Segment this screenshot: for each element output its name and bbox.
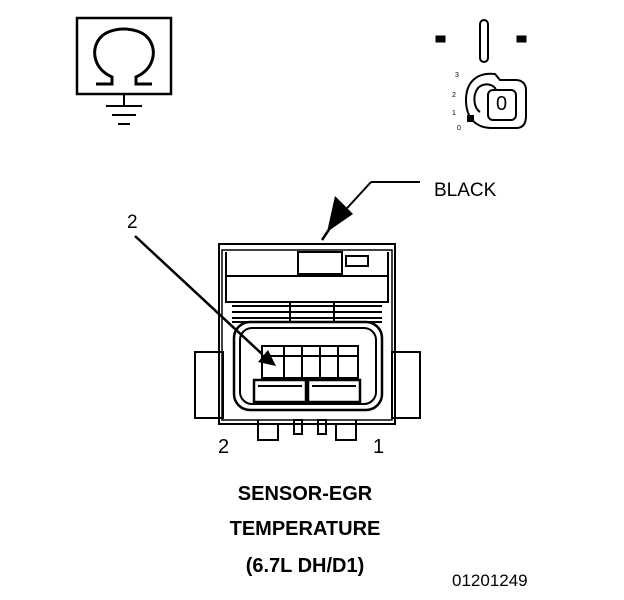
- key-position-1: 1: [452, 110, 456, 117]
- key-position-0: 0: [457, 125, 461, 132]
- omega-ground-icon: [75, 16, 173, 125]
- figure-id: 01201249: [452, 571, 528, 590]
- terminal-callout-label: 2: [127, 212, 138, 233]
- caption-line-1: SENSOR-EGR: [237, 483, 373, 505]
- key-label: 0: [496, 93, 508, 115]
- pin-number-left: 2: [218, 436, 230, 458]
- key-position-2: 2: [452, 92, 456, 99]
- caption-line-3: (6.7L DH/D1): [245, 555, 365, 577]
- connector-body: [194, 243, 421, 441]
- ignition-key-off-icon: [435, 19, 527, 129]
- caption-line-2: TEMPERATURE: [229, 518, 381, 540]
- pin-number-right: 1: [373, 436, 385, 458]
- color-callout-label: BLACK: [434, 180, 497, 201]
- key-position-3: 3: [455, 72, 459, 79]
- color-callout-arrow: [320, 181, 420, 241]
